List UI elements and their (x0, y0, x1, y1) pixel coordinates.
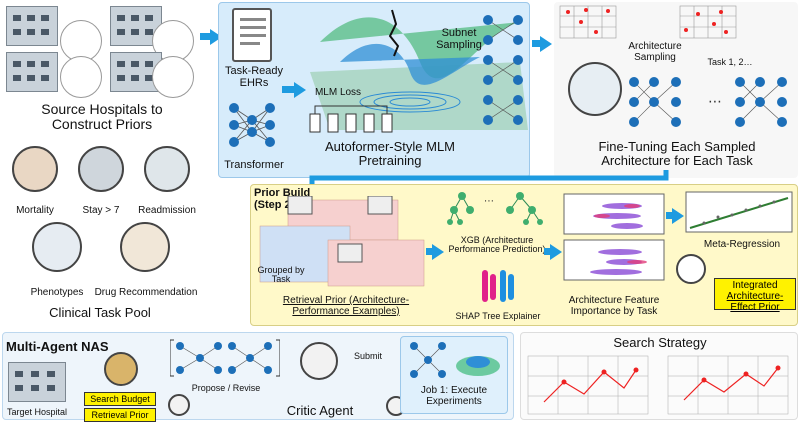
nas-title: Multi-Agent NAS (6, 339, 109, 354)
propose-label: Propose / Revise (191, 383, 261, 393)
ehr-label: Task-Ready EHRs (224, 65, 284, 89)
subnet-network-icon (483, 15, 523, 125)
architecture-grid-icon (559, 5, 617, 39)
transformer-network-icon (229, 103, 275, 147)
document-icon (60, 20, 102, 62)
arrow-xgb-to-feature (544, 248, 552, 255)
arrow-retrieval-to-xgb (426, 248, 434, 255)
search-strategy-title: Search Strategy (613, 335, 707, 350)
task-readmission: Readmission (138, 205, 196, 216)
svg-text:⋯: ⋯ (484, 196, 494, 207)
meta-regression-label: Meta-Regression (703, 239, 781, 250)
source-title: Source Hospitals to Construct Priors (41, 101, 163, 132)
task-phenotypes: Phenotypes (30, 287, 84, 298)
retrieval-prior-grid (259, 196, 425, 287)
phenotypes-image (32, 222, 82, 272)
arrow-pretrain-to-finetune (532, 40, 542, 47)
architecture-grid-icon (679, 5, 737, 39)
job-panel (400, 336, 508, 414)
task-drug: Drug Recommendation (94, 287, 198, 298)
arrow-head (672, 208, 684, 224)
target-hospital-label: Target Hospital (6, 407, 68, 417)
arrow-head (294, 82, 306, 98)
arch-sampling-label: Architecture Sampling (628, 41, 682, 63)
critic-label: Critic Agent (286, 403, 354, 418)
integrated-prior-box: Integrated Architecture-Effect Prior (714, 278, 796, 313)
transformer-label: Transformer (224, 159, 284, 171)
hospital-icon (6, 6, 58, 46)
shap-label: SHAP Tree Explainer (455, 311, 541, 321)
architecture-effect-label: Architecture-Effect Prior (726, 291, 784, 313)
robot-agent-icon (168, 394, 190, 416)
mortality-image (12, 146, 58, 192)
integrated-label: Integrated (732, 280, 778, 291)
task-pool-panel: Mortality Stay > 7 Readmission Phenotype… (2, 146, 198, 324)
source-hospitals-panel: Source Hospitals to Construct Priors (2, 2, 198, 144)
clinician-image (568, 62, 622, 116)
shap-icon (482, 270, 514, 302)
readmission-image (144, 146, 190, 192)
sampled-networks-icon: ⋯ (629, 77, 787, 127)
document-icon (152, 56, 194, 98)
xgb-tree-icon: ⋯ (447, 192, 543, 225)
feature-importance-label: Architecture Feature Importance by Task (568, 295, 660, 317)
arrow-ehr-to-loss (282, 86, 296, 93)
coin-stack-icon (104, 352, 138, 386)
job-label: Job 1: Execute Experiments (420, 385, 488, 407)
search-strategy-plot (527, 355, 789, 415)
critic-robot-icon (300, 342, 338, 380)
drug-image (120, 222, 170, 272)
propose-networks-icon (170, 339, 280, 377)
loss-landscape-surface (310, 9, 528, 130)
document-icon (60, 56, 102, 98)
mlm-loss-label: MLM Loss (314, 87, 362, 98)
task-mortality: Mortality (16, 205, 54, 216)
job-loss-icon (410, 342, 500, 378)
stay-image (78, 146, 124, 192)
svg-text:⋯: ⋯ (708, 94, 722, 110)
xgb-label: XGB (Architecture Performance Prediction… (448, 235, 546, 255)
task-label: Task 1, 2… (707, 57, 753, 67)
arrow-head (550, 244, 562, 260)
finetune-title: Fine-Tuning Each Sampled Architecture fo… (598, 139, 756, 168)
prior-heading: Prior Build (Step 2) (254, 187, 311, 211)
hospital-icon (6, 52, 58, 92)
mlm-block-diagram (309, 105, 393, 133)
meta-regression-plot (685, 191, 793, 233)
pretraining-title: Autoformer-Style MLM Pretraining (324, 139, 456, 168)
subnet-label: Subnet Sampling (436, 27, 482, 51)
task-stay: Stay > 7 (82, 205, 120, 216)
arrow-source-to-ehr (200, 33, 212, 40)
arrow-feature-to-meta (666, 212, 674, 219)
submit-label: Submit (353, 351, 382, 361)
arrow-head (432, 244, 444, 260)
ehr-doc-icon (232, 8, 272, 62)
retrieval-prior-label: Retrieval Prior (Architecture-Performanc… (282, 295, 410, 317)
grouped-label: Grouped by Task (257, 265, 305, 285)
task-pool-title: Clinical Task Pool (49, 305, 151, 320)
feature-importance-plot (563, 193, 665, 281)
arrow-head (540, 36, 552, 52)
search-budget-tag: Search Budget (84, 392, 156, 406)
magnifier-icon (676, 254, 706, 284)
hospital-icon (110, 6, 162, 46)
target-hospital-icon (8, 362, 66, 402)
